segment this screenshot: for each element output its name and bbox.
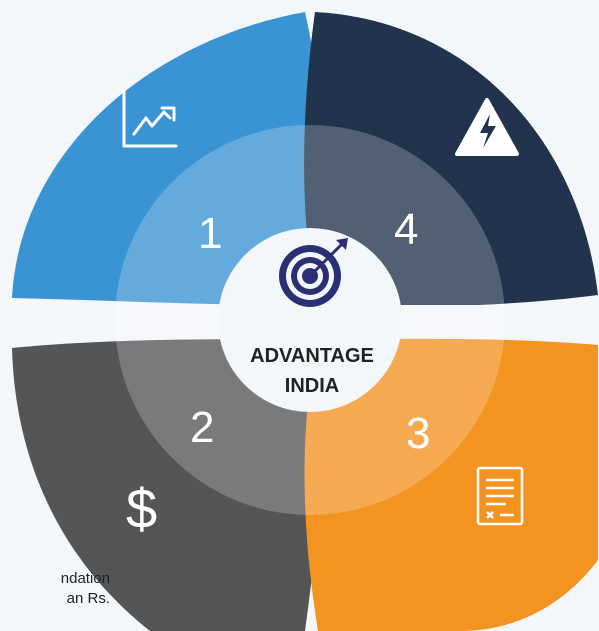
growth-chart-icon xyxy=(122,88,178,148)
segment-2-number: 2 xyxy=(190,403,214,452)
center-hub xyxy=(218,228,402,412)
target-icon xyxy=(279,238,348,307)
center-title-line2: INDIA xyxy=(285,375,339,397)
segment-3-number: 3 xyxy=(406,409,430,458)
dollar-icon: $ xyxy=(126,477,157,540)
warning-lightning-icon xyxy=(455,98,519,156)
segment-4-number: 4 xyxy=(394,205,418,254)
footer-text-fragment-1: ndation xyxy=(60,570,110,587)
segment-3-petal xyxy=(304,338,598,631)
center-title-line1: ADVANTAGE xyxy=(250,345,374,367)
segment-4-petal xyxy=(304,12,598,305)
footer-text-fragment-2: an Rs. xyxy=(66,590,110,607)
svg-text:$: $ xyxy=(126,477,157,540)
document-icon xyxy=(476,466,524,526)
segment-2-petal xyxy=(12,339,321,631)
segment-1-number: 1 xyxy=(198,209,222,258)
segment-1-petal xyxy=(12,12,320,305)
